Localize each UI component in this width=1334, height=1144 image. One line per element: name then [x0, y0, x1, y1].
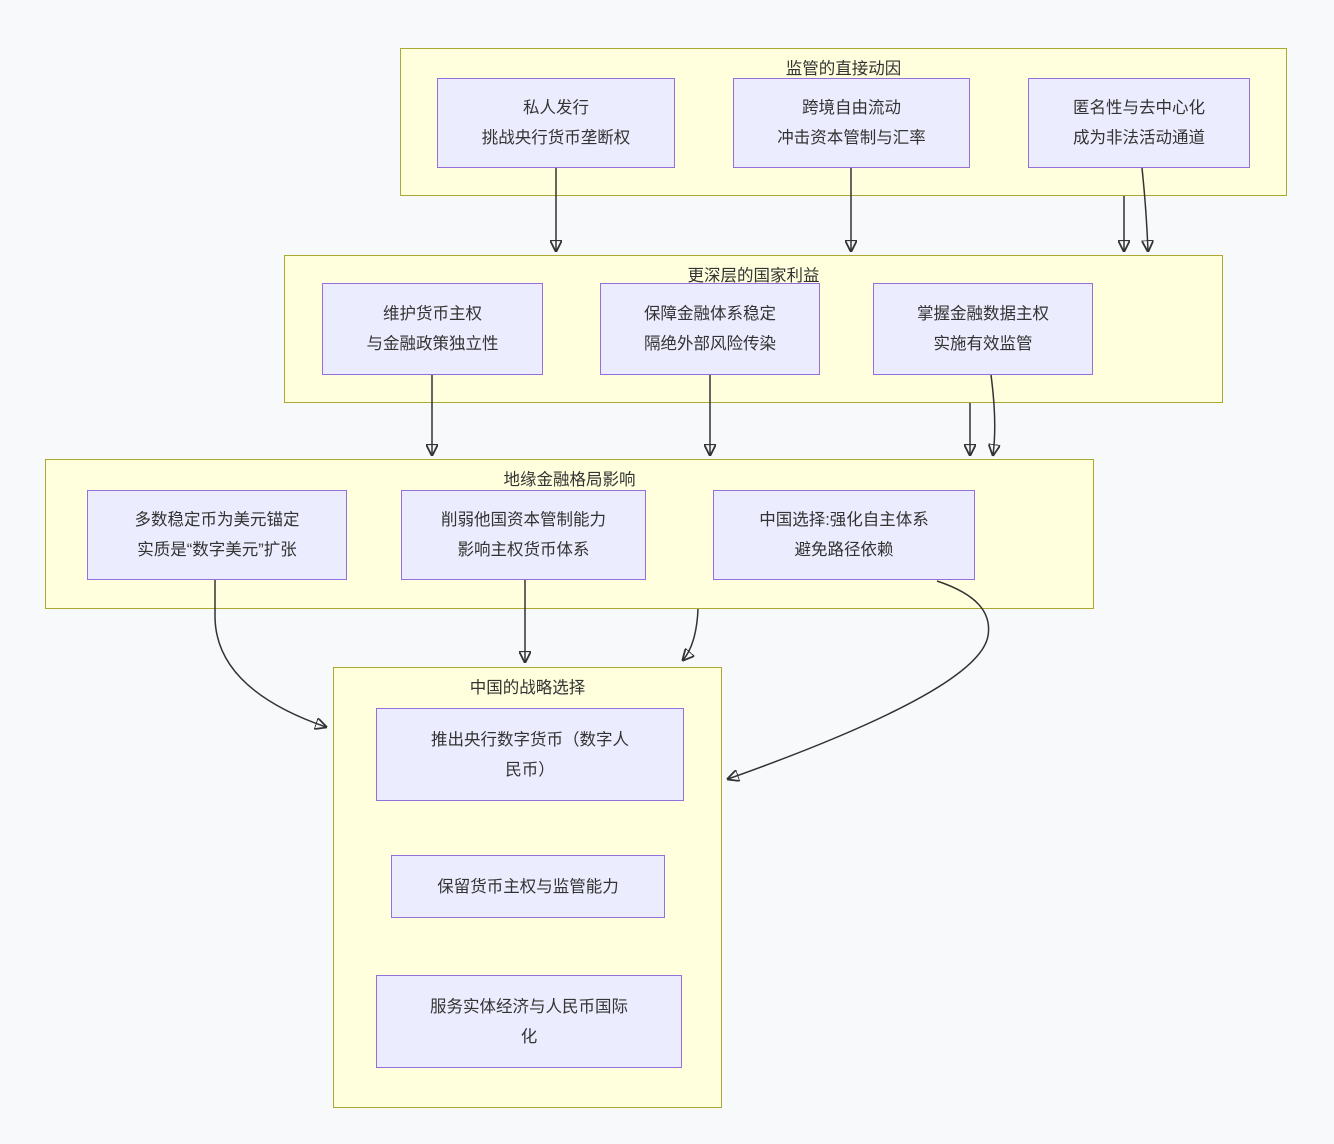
node-monetary-sovereignty: 维护货币主权 与金融政策独立性 [322, 283, 543, 375]
node-crossborder-flow-impact: 跨境自由流动 冲击资本管制与汇率 [733, 78, 970, 168]
section-title-deeper-national-interests: 更深层的国家利益 [687, 267, 820, 285]
node-serve-real-economy: 服务实体经济与人民币国际 化 [376, 975, 682, 1068]
edge-geo-to-strategy [683, 608, 699, 660]
node-private-issuance-challenge: 私人发行 挑战央行货币垄断权 [437, 78, 675, 168]
node-china-choice-autonomy: 中国选择:强化自主体系 避免路径依赖 [713, 490, 975, 580]
node-financial-system-stability: 保障金融体系稳定 隔绝外部风险传染 [600, 283, 820, 375]
section-title-geofinancial-impact: 地缘金融格局影响 [503, 471, 636, 489]
node-anonymity-illegal-channel: 匿名性与去中心化 成为非法活动通道 [1028, 78, 1250, 168]
edge-china-choice-to-strategy [728, 580, 990, 779]
section-title-china-strategy: 中国的战略选择 [469, 679, 586, 697]
node-stablecoin-dollar-anchor: 多数稳定币为美元锚定 实质是“数字美元”扩张 [87, 490, 347, 580]
node-weaken-capital-controls: 削弱他国资本管制能力 影响主权货币体系 [401, 490, 646, 580]
node-retain-sovereignty-regulation: 保留货币主权与监管能力 [391, 855, 665, 918]
node-cbdc-digital-rmb: 推出央行数字货币（数字人 民币） [376, 708, 684, 801]
node-financial-data-sovereignty: 掌握金融数据主权 实施有效监管 [873, 283, 1093, 375]
section-title-direct-motives: 监管的直接动因 [785, 60, 902, 78]
